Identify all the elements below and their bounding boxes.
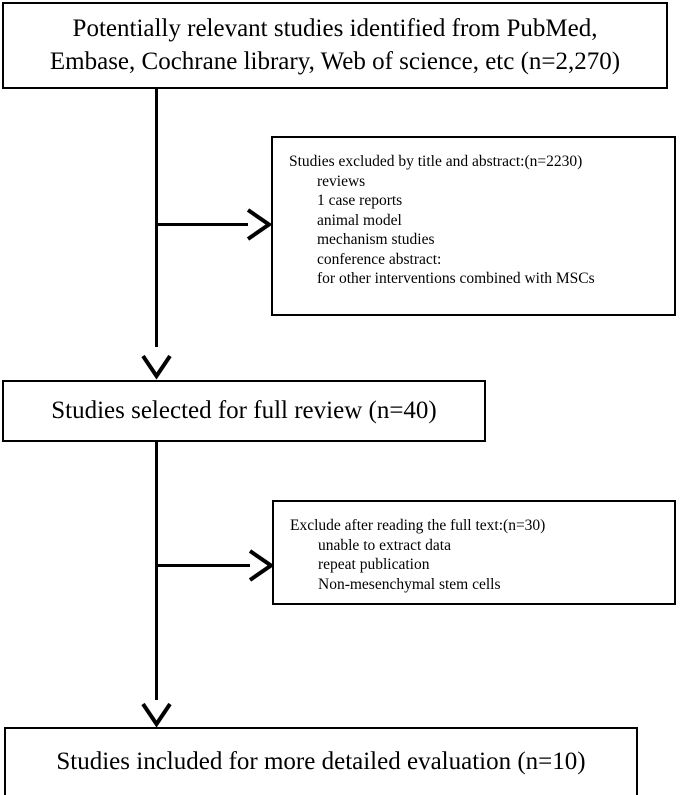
identification-box: Potentially relevant studies identified …: [2, 2, 668, 89]
connector-branch-to-excluded-screening: [156, 223, 248, 226]
connector-branch-to-excluded-fulltext: [156, 564, 250, 567]
excluded-fulltext-reason: Non-mesenchymal stem cells: [318, 575, 501, 593]
identification-line-1: Potentially relevant studies identified …: [72, 15, 598, 42]
excluded-by-title-abstract-box: Studies excluded by title and abstract:(…: [271, 136, 676, 316]
connector-identified-to-full-review: [155, 89, 158, 347]
excluded-screening-reason: animal model: [317, 211, 402, 229]
included-box: Studies included for more detailed evalu…: [4, 727, 638, 795]
included-label: Studies included for more detailed evalu…: [56, 747, 586, 775]
identification-line-2: Embase, Cochrane library, Web of science…: [49, 47, 621, 75]
excluded-screening-reason: conference abstract:: [317, 250, 442, 268]
excluded-fulltext-heading: Exclude after reading the full text:(n=3…: [290, 517, 546, 534]
full-review-box: Studies selected for full review (n=40): [2, 380, 486, 442]
excluded-screening-reason: mechanism studies: [317, 231, 435, 249]
excluded-screening-reason: for other interventions combined with MS…: [317, 270, 595, 288]
excluded-screening-reason: reviews: [317, 172, 366, 190]
arrowhead-down-to-included: [139, 690, 175, 732]
excluded-screening-heading: Studies excluded by title and abstract:(…: [289, 153, 583, 170]
excluded-after-full-text-box: Exclude after reading the full text:(n=3…: [272, 500, 676, 605]
arrowhead-right-to-excluded-screening: [234, 206, 274, 244]
full-review-label: Studies selected for full review (n=40): [51, 396, 437, 424]
excluded-screening-reason: 1 case reports: [317, 192, 403, 210]
arrowhead-down-to-full-review: [139, 338, 175, 380]
excluded-fulltext-reason: repeat publication: [318, 556, 430, 574]
arrowhead-right-to-excluded-fulltext: [236, 547, 276, 585]
excluded-fulltext-reason: unable to extract data: [318, 536, 451, 554]
connector-full-review-to-included: [155, 442, 158, 700]
